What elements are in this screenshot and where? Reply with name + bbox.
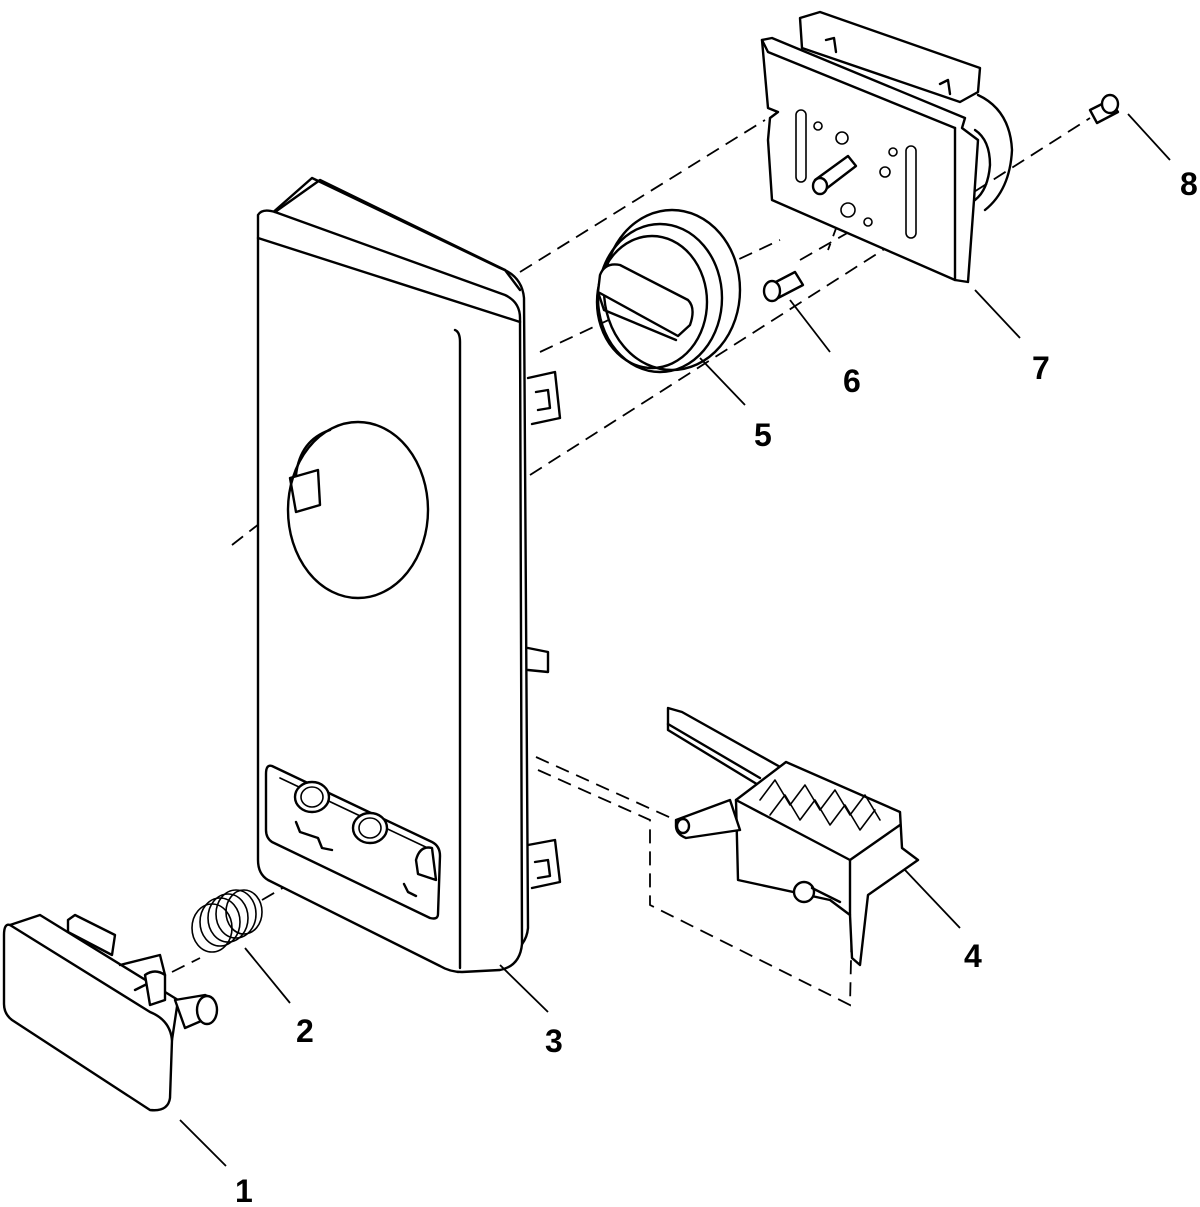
callout-7: 7 [1032,350,1050,386]
paddle-part [2,913,219,1112]
actuator-part [666,706,920,967]
housing-part [256,176,562,974]
callout-3: 3 [545,1023,563,1059]
bracket-part [760,10,1014,284]
callout-5: 5 [754,417,772,453]
leader-lines [179,113,1171,1167]
callout-1: 1 [235,1173,253,1207]
callout-4: 4 [964,938,982,974]
callout-labels: 1 2 3 4 5 6 7 8 [235,166,1198,1207]
callout-2: 2 [296,1013,314,1049]
screw-8-part [1088,93,1120,125]
spring-part [191,889,263,953]
callout-8: 8 [1180,166,1198,202]
knob-part [595,208,742,374]
screw-6-part [762,270,805,303]
callout-6: 6 [843,363,861,399]
